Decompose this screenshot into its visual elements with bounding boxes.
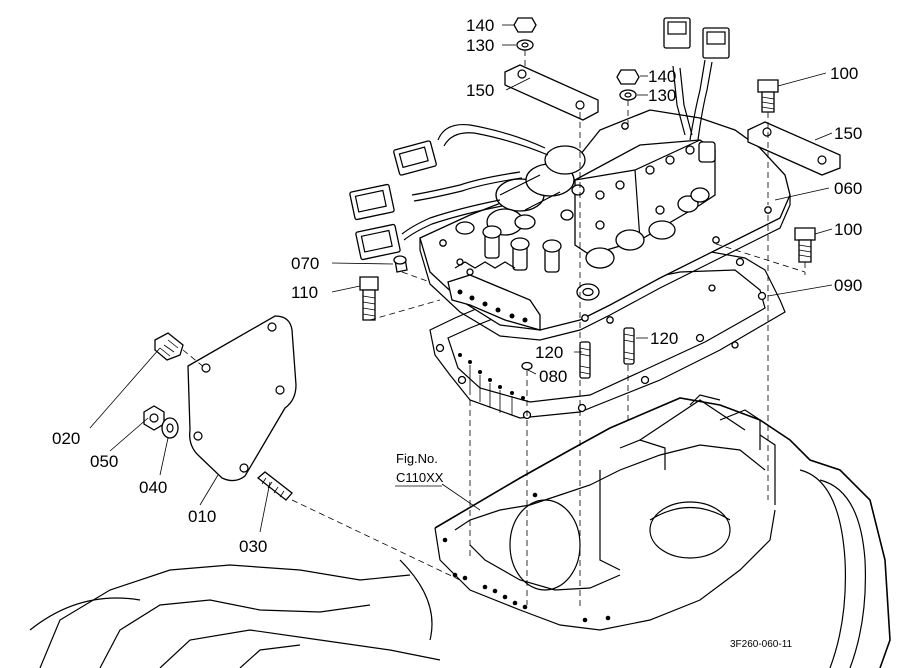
part-label-140: 140 bbox=[648, 67, 676, 86]
wire-harness bbox=[349, 17, 730, 261]
part-label-010: 010 bbox=[188, 507, 216, 526]
part-label-140: 140 bbox=[466, 16, 494, 35]
alignment-lines bbox=[182, 50, 806, 610]
leader-lines bbox=[89, 24, 833, 533]
part-label-030: 030 bbox=[239, 537, 267, 556]
part-label-120: 120 bbox=[650, 329, 678, 348]
part-label-070: 070 bbox=[291, 254, 319, 273]
part-label-130: 130 bbox=[466, 36, 494, 55]
fig-ref-title: Fig.No. bbox=[396, 451, 438, 466]
hardware bbox=[143, 17, 841, 501]
part-label-100: 100 bbox=[830, 64, 858, 83]
control-valve-assembly bbox=[447, 139, 716, 331]
part-label-130: 130 bbox=[648, 86, 676, 105]
part-label-100: 100 bbox=[834, 220, 862, 239]
part-labels: 140 130 150 140 130 100 150 060 100 070 … bbox=[52, 16, 862, 556]
part-label-150: 150 bbox=[834, 124, 862, 143]
part-label-120: 120 bbox=[535, 343, 563, 362]
part-label-040: 040 bbox=[139, 478, 167, 497]
fig-ref-number: C110XX bbox=[396, 470, 444, 485]
part-label-090: 090 bbox=[834, 276, 862, 295]
drawing-code: 3F260-060-11 bbox=[730, 639, 793, 650]
part-label-110: 110 bbox=[291, 283, 318, 302]
transmission-case bbox=[29, 394, 891, 668]
part-label-060: 060 bbox=[834, 179, 862, 198]
part-label-050: 050 bbox=[90, 452, 118, 471]
figure-reference: Fig.No. C110XX bbox=[396, 451, 444, 485]
part-label-150: 150 bbox=[466, 81, 494, 100]
part-label-020: 020 bbox=[52, 429, 80, 448]
part-label-080: 080 bbox=[539, 367, 567, 386]
